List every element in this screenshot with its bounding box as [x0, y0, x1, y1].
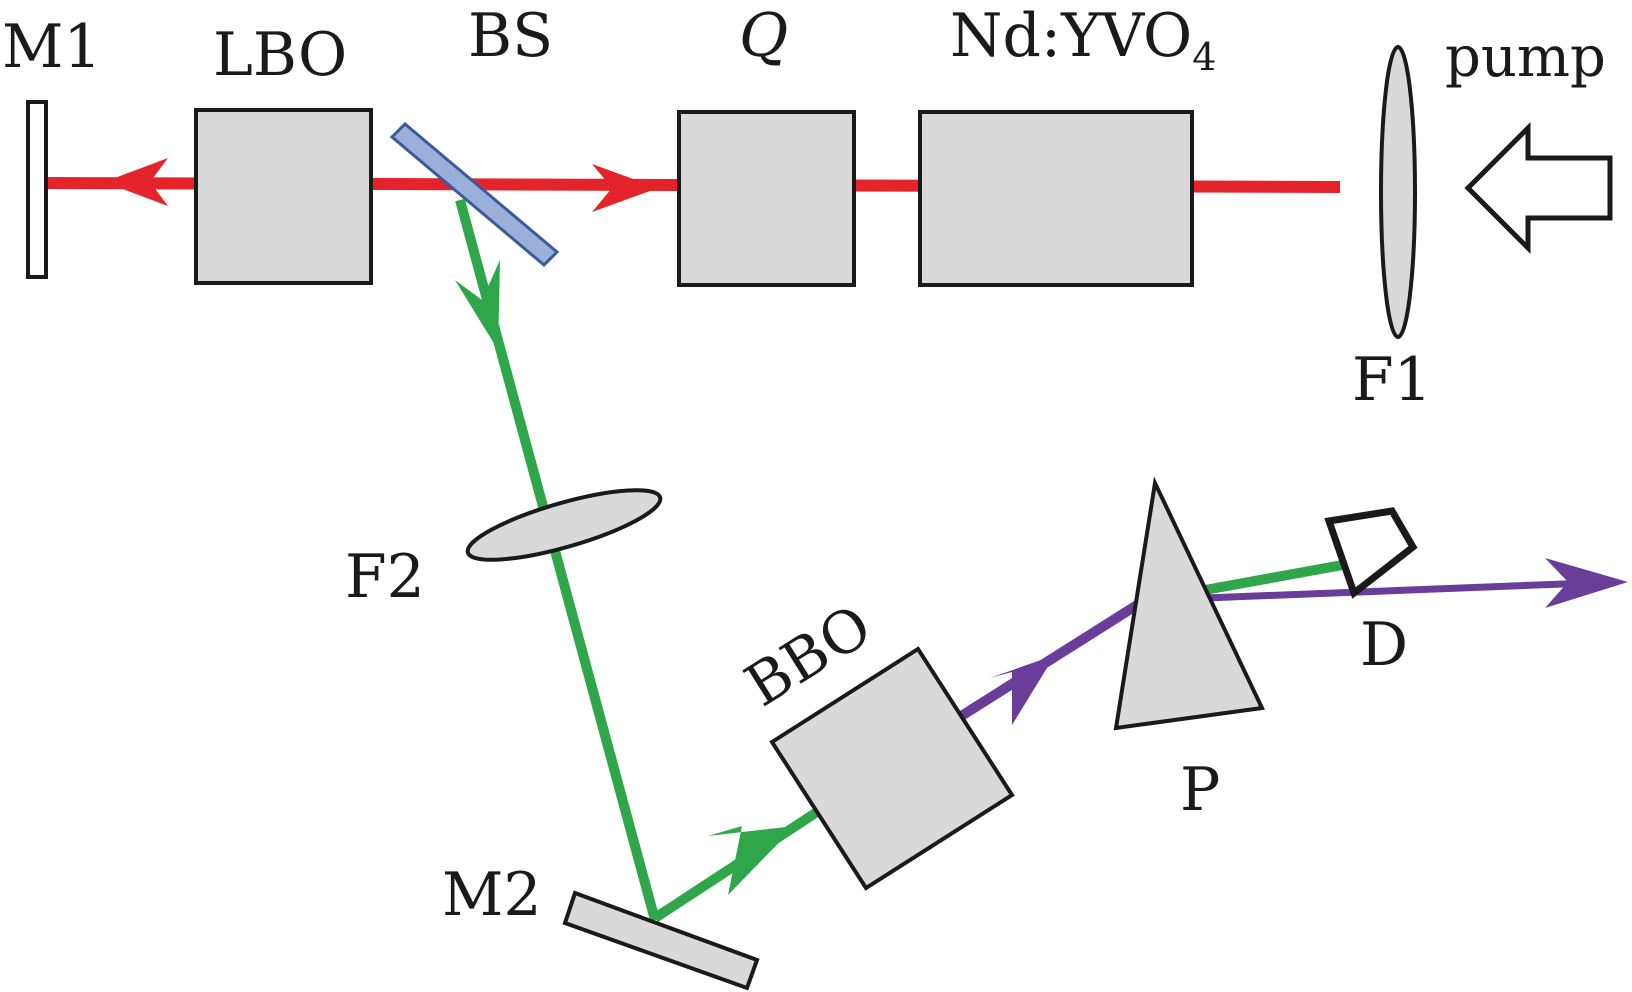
green-arrowhead-down [455, 260, 500, 350]
label-m2: M2 [442, 860, 542, 930]
label-f1: F1 [1352, 345, 1432, 415]
lbo-crystal [194, 108, 373, 285]
green-arrowhead-to-bbo [708, 826, 795, 895]
label-nd-yvo4-subscript: 4 [1192, 35, 1216, 79]
label-q: Q [739, 1, 788, 71]
violet-output-beam [1204, 578, 1616, 602]
prism-p [1113, 476, 1265, 731]
mirror-m2 [562, 890, 760, 991]
beam-splitter [389, 121, 560, 268]
label-p: P [1180, 755, 1220, 825]
label-pump: pump [1445, 25, 1606, 90]
detector-d [1324, 507, 1418, 599]
bbo-crystal [769, 646, 1015, 891]
label-lbo: LBO [213, 20, 347, 90]
label-m1: M1 [2, 12, 102, 82]
red-arrowhead-right [592, 164, 658, 212]
green-beam-to-detector [1204, 559, 1349, 595]
violet-arrowhead-to-prism [990, 655, 1055, 725]
red-arrowhead-left [104, 158, 168, 206]
lens-f2 [465, 488, 663, 562]
label-nd-yvo4-main: Nd:YVO [950, 1, 1192, 71]
label-d: D [1360, 610, 1408, 680]
lens-f1 [1379, 45, 1417, 339]
q-switch [677, 110, 856, 287]
pump-arrow [1464, 121, 1613, 255]
label-f2: F2 [345, 542, 425, 612]
mirror-m1 [26, 100, 48, 279]
violet-output-arrowhead [1545, 558, 1628, 608]
label-bs: BS [468, 1, 553, 71]
label-nd-yvo4: Nd:YVO4 [950, 1, 1216, 79]
nd-yvo4-crystal [918, 110, 1194, 287]
